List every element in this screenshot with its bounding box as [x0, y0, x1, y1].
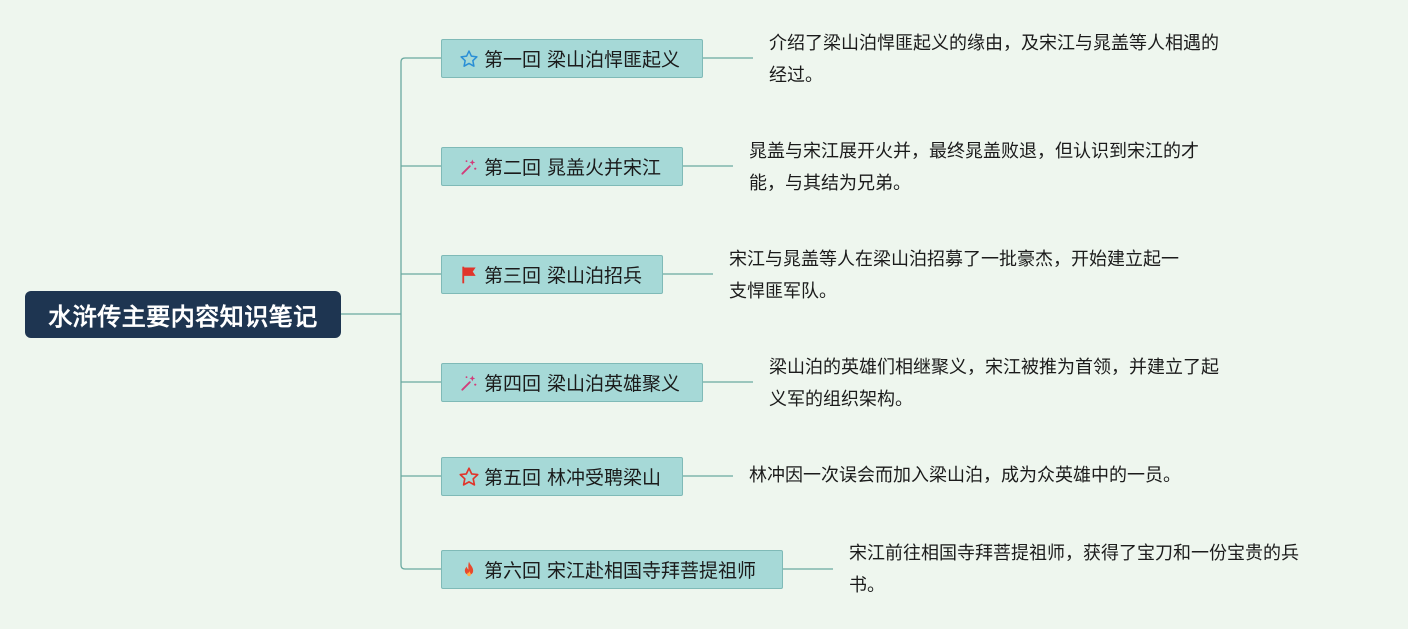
chapter-title: 第二回 晁盖火并宋江	[484, 157, 662, 179]
chapter-description: 林冲因一次误会而加入梁山泊，成为众英雄中的一员。	[749, 465, 1181, 486]
red-star-outline-icon	[458, 466, 480, 488]
chapter-description: 宋江与晁盖等人在梁山泊招募了一批豪杰，开始建立起一 支悍匪军队。	[729, 249, 1179, 302]
chapter-title: 第四回 梁山泊英雄聚义	[484, 373, 681, 395]
blue-star-outline-icon	[458, 48, 480, 70]
chapter-node[interactable]: 第二回 晁盖火并宋江	[441, 147, 683, 186]
chapter-description: 梁山泊的英雄们相继聚义，宋江被推为首领，并建立了起 义军的组织架构。	[769, 357, 1219, 410]
chapter-node[interactable]: 第五回 林冲受聘梁山	[441, 457, 683, 496]
red-flag-icon	[458, 264, 480, 286]
fire-icon	[458, 559, 480, 581]
chapter-node[interactable]: 第一回 梁山泊悍匪起义	[441, 39, 703, 78]
root-topic[interactable]: 水浒传主要内容知识笔记	[25, 291, 341, 338]
root-title: 水浒传主要内容知识笔记	[48, 303, 318, 331]
chapter-description: 介绍了梁山泊悍匪起义的缘由，及宋江与晁盖等人相遇的 经过。	[769, 33, 1219, 86]
sparkle-wand-icon	[458, 156, 480, 178]
chapter-description: 晁盖与宋江展开火并，最终晁盖败退，但认识到宋江的才 能，与其结为兄弟。	[749, 141, 1199, 194]
chapter-title: 第三回 梁山泊招兵	[484, 265, 643, 287]
chapter-node[interactable]: 第三回 梁山泊招兵	[441, 255, 663, 294]
chapter-description: 宋江前往相国寺拜菩提祖师，获得了宝刀和一份宝贵的兵 书。	[849, 543, 1299, 596]
sparkle-wand-icon	[458, 372, 480, 394]
chapter-title: 第一回 梁山泊悍匪起义	[484, 49, 681, 71]
chapter-title: 第六回 宋江赴相国寺拜菩提祖师	[484, 560, 757, 582]
chapter-node[interactable]: 第四回 梁山泊英雄聚义	[441, 363, 703, 402]
chapter-title: 第五回 林冲受聘梁山	[484, 467, 662, 489]
chapter-node[interactable]: 第六回 宋江赴相国寺拜菩提祖师	[441, 550, 783, 589]
